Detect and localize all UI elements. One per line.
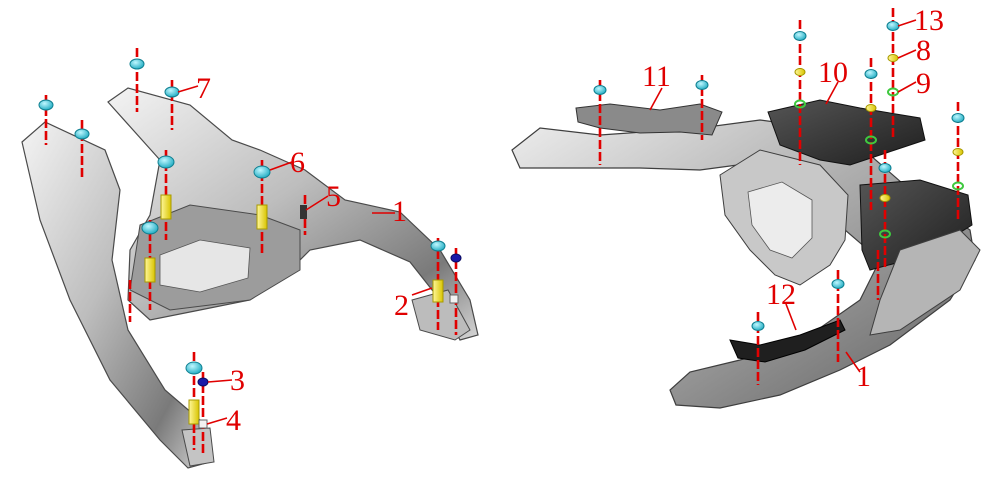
hex-bolt-icon <box>793 31 807 41</box>
spacer-icon <box>256 204 268 230</box>
washer-icon <box>887 54 899 62</box>
washer-icon <box>449 294 459 304</box>
callout-4: 4 <box>206 404 241 437</box>
hex-bolt-icon <box>951 113 965 123</box>
washer-icon <box>794 68 806 76</box>
hex-bolt-icon <box>430 240 446 252</box>
hex-bolt-icon <box>593 85 607 95</box>
lower-mount-foot <box>181 427 215 467</box>
nut-icon <box>450 253 462 263</box>
washer-icon <box>865 104 877 112</box>
black-clip-icon <box>300 205 307 219</box>
callout-2: 2 <box>394 287 433 322</box>
callout-1-right: 1 <box>845 351 871 393</box>
hex-bolt-icon <box>129 58 145 70</box>
washer-icon <box>198 419 208 429</box>
callout-9: 9 <box>897 67 931 100</box>
callout-3: 3 <box>207 364 245 397</box>
callout-label: 9 <box>916 67 931 100</box>
ring-icon <box>879 229 891 239</box>
spacer-icon <box>188 399 200 425</box>
callout-label: 1 <box>392 195 407 228</box>
callout-10: 10 <box>818 56 848 105</box>
callout-label: 1 <box>856 360 871 393</box>
spacer-icon <box>160 194 172 220</box>
hex-bolt-icon <box>886 21 900 31</box>
left-rack-assembly <box>21 48 479 469</box>
hex-bolt-icon <box>74 128 90 140</box>
callout-13: 13 <box>897 4 944 37</box>
grab-handle-cover <box>575 103 723 136</box>
callout-7: 7 <box>177 72 211 105</box>
callout-6: 6 <box>269 146 305 179</box>
callout-label: 7 <box>196 72 211 105</box>
callout-12: 12 <box>766 278 797 331</box>
hex-bolt-icon <box>695 80 709 90</box>
lower-rail <box>869 229 981 336</box>
hex-bolt-icon <box>157 155 175 169</box>
right-rack-assembly <box>511 8 981 409</box>
tray-cutout <box>159 239 251 293</box>
hex-bolt-icon <box>164 86 180 98</box>
callout-label: 13 <box>914 4 944 37</box>
hex-bolt-icon <box>751 321 765 331</box>
hex-bolt-icon <box>878 163 892 173</box>
hex-bolt-icon <box>864 69 878 79</box>
hex-bolt-icon <box>185 361 203 375</box>
callout-label: 6 <box>290 146 305 179</box>
hex-bolt-icon <box>253 165 271 179</box>
washer-icon <box>952 148 964 156</box>
callout-1-left: 1 <box>372 195 407 228</box>
callout-label: 4 <box>226 404 241 437</box>
callout-label: 8 <box>916 34 931 67</box>
hex-bolt-icon <box>38 99 54 111</box>
callout-label: 5 <box>326 180 341 213</box>
spacer-icon <box>144 257 156 283</box>
callout-label: 2 <box>394 289 409 322</box>
center-plate-cutout <box>747 181 813 259</box>
ring-icon <box>865 135 877 145</box>
ring-icon <box>794 99 806 109</box>
washer-icon <box>879 194 891 202</box>
callout-label: 3 <box>230 364 245 397</box>
hex-bolt-icon <box>831 279 845 289</box>
callout-label: 11 <box>642 60 671 93</box>
nut-icon <box>197 377 209 387</box>
hex-bolt-icon <box>141 221 159 235</box>
callout-8: 8 <box>897 34 931 67</box>
spacer-icon <box>432 279 444 303</box>
callout-11: 11 <box>642 60 671 111</box>
callout-label: 12 <box>766 278 796 311</box>
ring-icon <box>952 181 964 191</box>
callout-label: 10 <box>818 56 848 89</box>
callout-5: 5 <box>305 180 341 213</box>
